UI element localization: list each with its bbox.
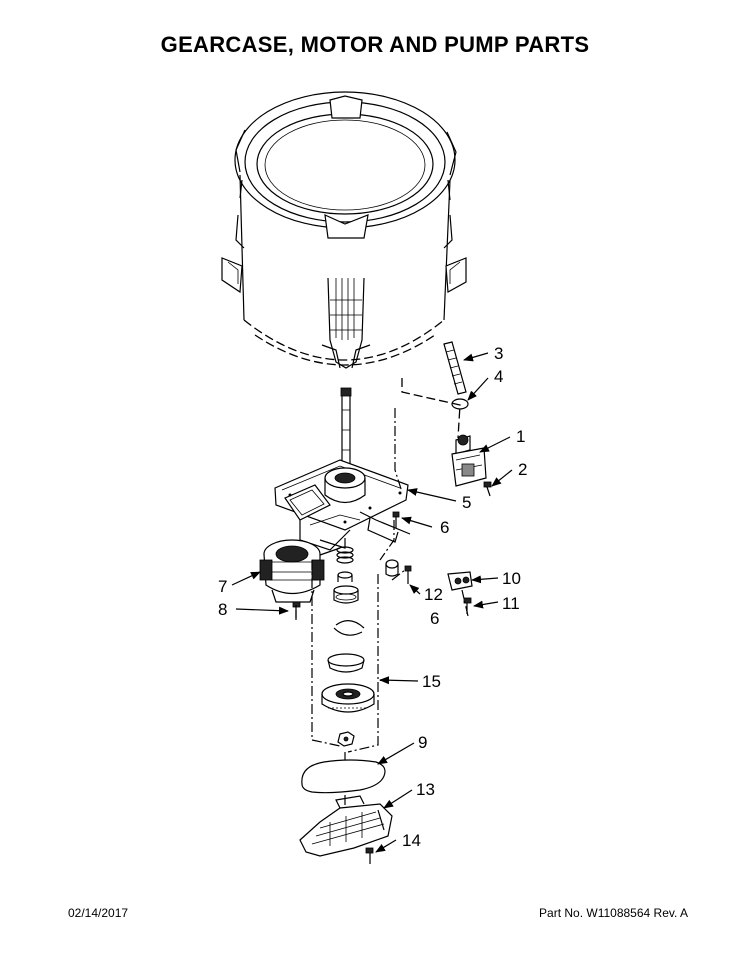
- callout-6-top: 6: [440, 518, 449, 537]
- callout-8: 8: [218, 600, 227, 619]
- callout-1: 1: [516, 427, 525, 446]
- base-plate: [299, 795, 393, 864]
- callout-7: 7: [218, 577, 227, 596]
- footer-date: 02/14/2017: [68, 906, 129, 920]
- callout-11: 11: [502, 594, 520, 613]
- callout-10: 10: [502, 569, 521, 588]
- fasteners: [292, 511, 473, 618]
- pump-parts: [443, 341, 492, 497]
- callout-14: 14: [402, 831, 421, 850]
- gearcase-assembly: [274, 387, 411, 551]
- callout-15: 15: [422, 672, 441, 691]
- callout-2: 2: [518, 460, 527, 479]
- callout-9: 9: [418, 733, 427, 752]
- callout-12: 12: [424, 585, 443, 604]
- callout-5: 5: [462, 493, 471, 512]
- callout-numbers: 3 4 1 2 5 6 7 8 10 11 12 6 15 9 13 14: [218, 344, 527, 850]
- callout-3: 3: [494, 344, 503, 363]
- callout-4: 4: [494, 367, 503, 386]
- callout-6-bottom: 6: [430, 609, 439, 628]
- page-title: GEARCASE, MOTOR AND PUMP PARTS: [160, 32, 590, 57]
- drive-belt: [301, 759, 386, 794]
- leader-lines: [231, 352, 513, 853]
- footer-part-number: Part No. W11088564 Rev. A: [539, 906, 688, 920]
- wash-tub: [221, 91, 467, 369]
- drive-motor: [259, 539, 341, 603]
- clutch-stack: [321, 546, 375, 747]
- callout-13: 13: [416, 780, 435, 799]
